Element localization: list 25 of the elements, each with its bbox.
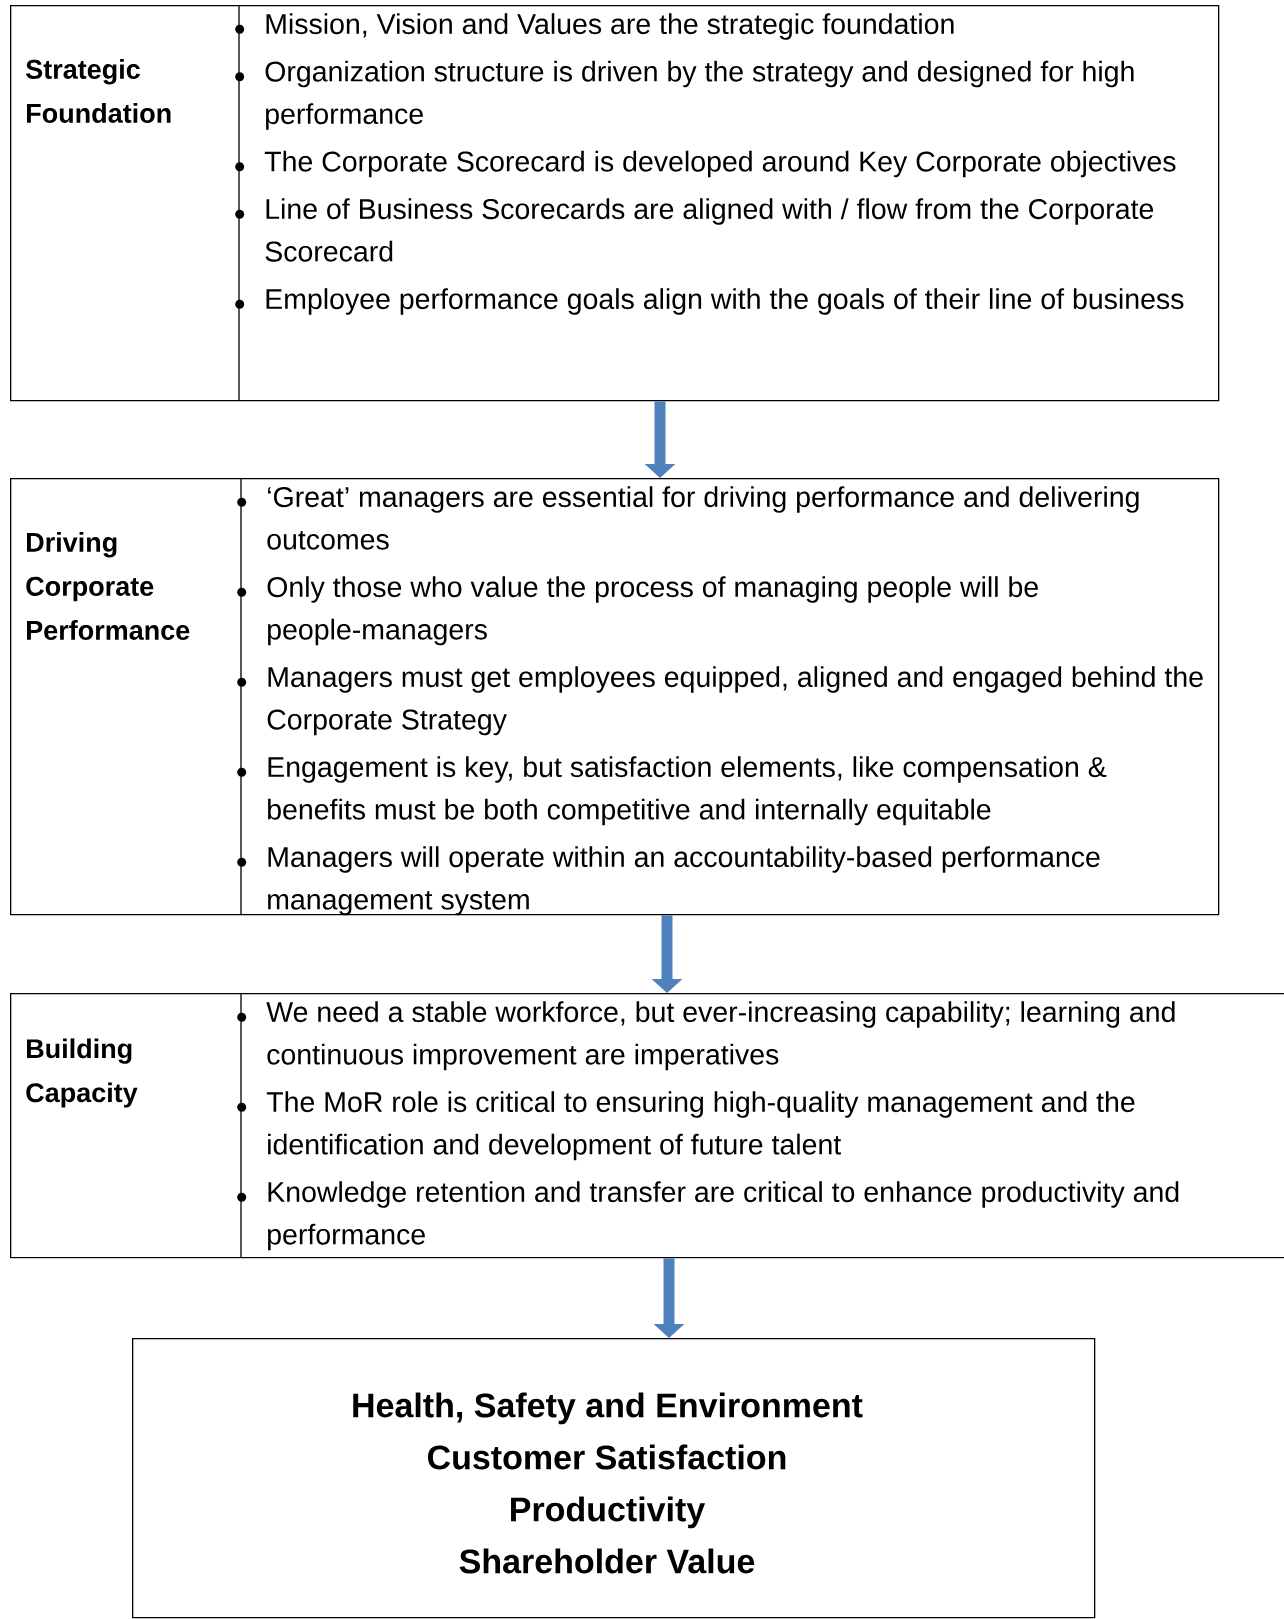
node-label: Productivity	[511, 1496, 706, 1529]
outcome-box	[132, 1338, 1096, 1619]
table-row	[10, 4, 1220, 402]
table-row	[10, 477, 1220, 916]
bullet-item: Mission, Vision and Values are the strategic foundation	[266, 13, 954, 40]
bullet-item: Managers must get employees equipped, aligned and engaged behind the Corporate Strategy	[267, 666, 1203, 736]
outcome-list: Health, Safety and Environment Customer Satisfaction Productivity Shareholder Value	[353, 1392, 863, 1574]
bullet-item: Managers will operate within an accountability-based performance management system	[268, 846, 1100, 916]
row-heading: Building Capacity	[26, 1038, 138, 1108]
bullet-item: Knowledge retention and transfer are critical to enhance productivity and performance	[268, 1181, 1179, 1251]
node-label: Shareholder Value	[459, 1548, 755, 1574]
bullet-item: ‘Great’ managers are essential for driving performance and delivering outcomes	[267, 486, 1139, 550]
table-row	[10, 992, 1284, 1259]
node-label: Health, Safety and Environment	[353, 1392, 863, 1425]
bullet-item: We need a stable workforce, but ever-increasing capability; learning and continuous improvement are imperatives	[266, 1001, 1175, 1071]
row-heading: Strategic Foundation	[26, 59, 171, 123]
bullet-item: Only those who value the process of managing people will be people-managers	[267, 576, 1038, 646]
bullet-item: The Corporate Scorecard is developed around Key Corporate objectives	[264, 150, 1176, 178]
row-heading: Driving Corporate Performance	[26, 532, 190, 640]
bullet-item: Organization structure is driven by the strategy and designed for high performance	[265, 60, 1134, 130]
bullet-item: The MoR role is critical to ensuring high-quality management and the identification and development of future talent	[266, 1091, 1135, 1161]
bullet-item: Engagement is key, but satisfaction elements, like compensation & benefits must be both competitive and internally equitable	[268, 756, 1107, 826]
bullet-item: Line of Business Scorecards are aligned with / flow from the Corporate Scorecard	[265, 198, 1154, 262]
bullet-item: Employee performance goals align with the goals of their line of business	[266, 288, 1184, 315]
node-label: Customer Satisfaction	[427, 1444, 786, 1470]
